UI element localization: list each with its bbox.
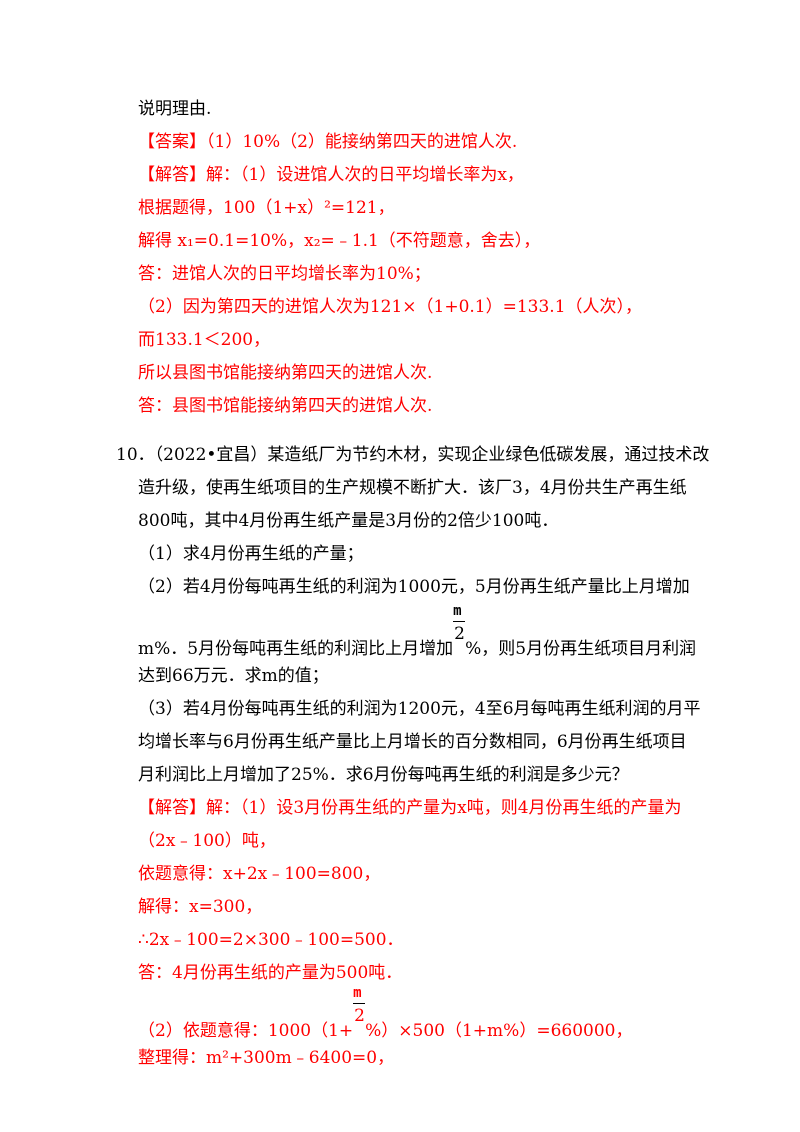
solution-text: 解：（1）设3月份再生纸的产量为x吨，则4月份再生纸的产量为	[206, 798, 682, 818]
solution-line: 依题意得：x+2x﹣100=800，	[138, 864, 381, 884]
solution-line: 根据题得，100（1+x）²=121，	[138, 198, 395, 218]
solution-line: 解得：x=300，	[138, 897, 263, 917]
fraction-denominator: 2	[354, 1006, 365, 1026]
fraction-bar	[353, 1003, 366, 1004]
solution-line: 【解答】解：（1）设进馆人次的日平均增长率为x，	[138, 164, 524, 186]
question-line: 月利润比上月增加了25%．求6月份每吨再生纸的利润是多少元？	[138, 765, 629, 785]
solution-text: %）×500（1+m%）=660000，	[365, 1021, 633, 1041]
solution-tag: 【解答】	[138, 165, 206, 185]
answer-tag: 【答案】	[138, 132, 206, 152]
fraction-bar	[453, 621, 466, 622]
solution-line: 答：进馆人次的日平均增长率为10%；	[138, 264, 431, 284]
question-text: %，则5月份再生纸项目月利润	[465, 639, 697, 659]
solution-line: 解得 x₁=0.1=10%，x₂=﹣1.1（不符题意，舍去），	[138, 231, 541, 251]
answer-line: 【答案】（1）10%（2）能接纳第四天的进馆人次.	[138, 131, 517, 153]
solution-line: （2）因为第四天的进馆人次为121×（1+0.1）=133.1（人次），	[138, 297, 643, 317]
question-line: 均增长率与6月份再生纸产量比上月增长的百分数相同，6月份再生纸项目	[138, 732, 687, 752]
solution-tag: 【解答】	[138, 798, 206, 818]
question-line: 800吨，其中4月份再生纸产量是3月份的2倍少100吨．	[138, 511, 559, 531]
solution-line: 所以县图书馆能接纳第四天的进馆人次.	[138, 363, 433, 383]
fraction-denominator: 2	[454, 624, 465, 644]
solution-line: 而133.1＜200，	[138, 330, 271, 350]
solution-line: 答：4月份再生纸的产量为500吨．	[138, 963, 403, 983]
question-line: 造升级，使再生纸项目的生产规模不断扩大．该厂3，4月份共生产再生纸	[138, 478, 687, 498]
question-line: 10．（2022•宜昌）某造纸厂为节约木材，实现企业绿色低碳发展，通过技术改	[116, 445, 710, 465]
solution-line: 整理得：m²+300m﹣6400=0，	[138, 1048, 395, 1068]
solution-line: （2x﹣100）吨，	[138, 831, 276, 851]
fraction-numerator: m	[453, 603, 462, 619]
solution-text: （2）依题意得：1000（1+	[138, 1021, 354, 1041]
solution-text: 解：（1）设进馆人次的日平均增长率为x，	[206, 165, 524, 185]
fraction-numerator: m	[353, 985, 362, 1001]
question-line: 达到66万元．求m的值；	[138, 666, 329, 686]
question-line: （2）若4月份每吨再生纸的利润为1000元，5月份再生纸产量比上月增加	[138, 577, 690, 597]
question-text: m%．5月份每吨再生纸的利润比上月增加	[138, 639, 454, 659]
answer-text: （1）10%（2）能接纳第四天的进馆人次.	[206, 132, 518, 152]
question-line: （1）求4月份再生纸的产量；	[138, 544, 364, 564]
question-line: （3）若4月份每吨再生纸的利润为1200元，4至6月每吨再生纸利润的月平	[138, 699, 701, 719]
solution-line: 答：县图书馆能接纳第四天的进馆人次.	[138, 396, 433, 416]
solution-line: 【解答】解：（1）设3月份再生纸的产量为x吨，则4月份再生纸的产量为	[138, 797, 682, 819]
solution-line: ∴2x﹣100=2×300﹣100=500．	[138, 930, 404, 950]
text-line: 说明理由.	[138, 99, 212, 119]
